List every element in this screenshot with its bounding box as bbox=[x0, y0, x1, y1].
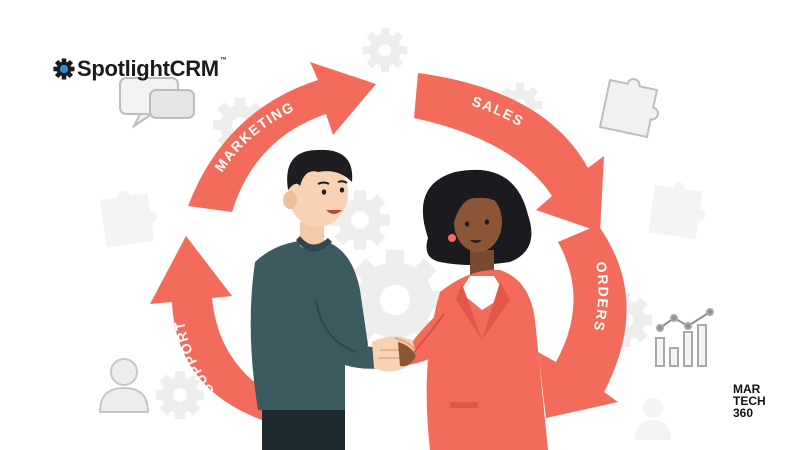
arrow-support bbox=[150, 236, 268, 420]
watermark-line3: 360 bbox=[733, 406, 754, 420]
logo-trademark: ™ bbox=[219, 56, 227, 64]
gear-icon bbox=[363, 28, 407, 72]
watermark-line1: MAR bbox=[733, 382, 761, 396]
user-icon bbox=[635, 398, 671, 440]
spotlight-crm-logo: Spotlight CRM ™ bbox=[53, 56, 227, 82]
puzzle-icon bbox=[598, 78, 659, 139]
arrow-marketing bbox=[188, 62, 376, 212]
gear-icon bbox=[330, 190, 390, 250]
woman-figure bbox=[408, 169, 548, 450]
puzzle-icon bbox=[648, 182, 706, 240]
puzzle-icon bbox=[100, 190, 157, 248]
martech360-watermark: MAR TECH 360 bbox=[733, 383, 773, 419]
cycle-arrows bbox=[150, 62, 627, 420]
chat-bubbles-icon bbox=[119, 77, 195, 129]
arrow-orders bbox=[538, 225, 627, 418]
label-orders: ORDERS bbox=[590, 260, 611, 333]
gear-logo-icon bbox=[53, 58, 75, 80]
logo-text-crm: CRM bbox=[169, 56, 220, 81]
gear-icon bbox=[345, 250, 445, 350]
bar-chart-icon bbox=[655, 308, 714, 367]
watermark-line2: TECH bbox=[733, 394, 766, 408]
gear-icon bbox=[156, 371, 204, 419]
handshake bbox=[372, 336, 416, 372]
man-figure bbox=[250, 149, 385, 450]
logo-text-spotlight: Spotlight bbox=[77, 56, 170, 81]
user-icon bbox=[98, 358, 150, 413]
arrow-sales bbox=[414, 73, 604, 232]
